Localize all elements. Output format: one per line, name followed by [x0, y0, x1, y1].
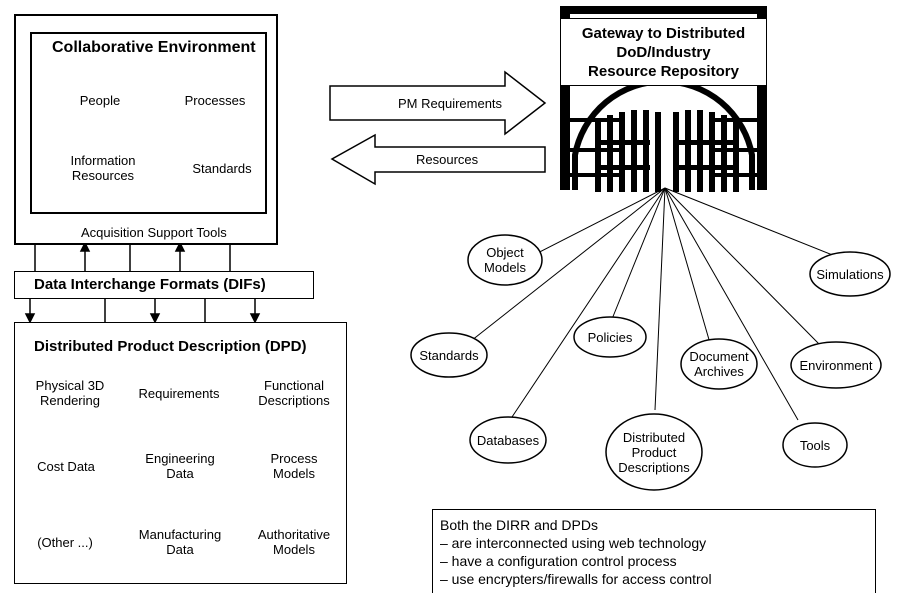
- note-line-3: – have a configuration control process: [440, 553, 677, 569]
- environment-oval: [790, 341, 882, 389]
- simulations-label: Simulations: [816, 266, 884, 282]
- note-line-1: Both the DIRR and DPDs: [440, 517, 598, 533]
- acquisition-support-tools-label: Acquisition Support Tools: [81, 225, 227, 240]
- distributed-product-description-box: [14, 322, 347, 584]
- resources-label: Resources: [416, 152, 479, 167]
- manufacturing-data-label: Manufacturing Data: [138, 527, 222, 557]
- object-models-oval: [467, 234, 543, 286]
- requirements-label: Requirements: [138, 385, 220, 401]
- process-models-label: Process Models: [270, 451, 318, 481]
- object-models-label: Object Models: [484, 245, 526, 275]
- gateway-title: Gateway to Distributed DoD/Industry Reso…: [581, 24, 746, 80]
- people-label: People: [79, 92, 121, 108]
- gate-icon: [560, 6, 767, 192]
- repository-standards-oval: [410, 332, 488, 378]
- pm-requirements-label: PM Requirements: [398, 96, 503, 111]
- resources-arrow: [330, 133, 546, 186]
- note-box: [432, 509, 876, 593]
- repository-spokes: [461, 187, 851, 421]
- environment-label: Environment: [799, 357, 873, 373]
- gateway-title-box: Gateway to Distributed DoD/Industry Reso…: [560, 18, 767, 86]
- other-label: (Other ...): [37, 534, 93, 550]
- simulations-oval: [809, 251, 891, 297]
- functional-descriptions-label: Functional Descriptions: [258, 378, 330, 408]
- distributed-product-description-title: Distributed Product Description (DPD): [34, 338, 307, 355]
- databases-label: Databases: [476, 432, 540, 448]
- data-interchange-formats-label: Data Interchange Formats (DIFs): [34, 276, 266, 293]
- information-resources-label: Information Resources: [70, 153, 136, 183]
- pm-requirements-arrow: [329, 70, 547, 136]
- engineering-data-label: Engineering Data: [145, 451, 215, 481]
- policies-oval: [573, 316, 647, 358]
- connector-dif-dpd: [24, 299, 261, 324]
- authoritative-models-label: Authoritative Models: [257, 527, 331, 557]
- note-line-4: – use encrypters/firewalls for access co…: [440, 571, 712, 587]
- physical-3d-rendering-label: Physical 3D Rendering: [35, 378, 105, 408]
- collaborative-environment-title: Collaborative Environment: [52, 39, 256, 56]
- distributed-product-descriptions-oval: [605, 413, 703, 491]
- standards-label: Standards: [192, 160, 252, 176]
- repository-standards-label: Standards: [419, 347, 479, 363]
- databases-oval: [469, 416, 547, 464]
- processes-label: Processes: [184, 92, 246, 108]
- data-interchange-formats-box: [14, 271, 314, 299]
- note-line-2: – are interconnected using web technolog…: [440, 535, 707, 551]
- policies-label: Policies: [587, 329, 633, 345]
- document-archives-label: Document Archives: [689, 349, 749, 379]
- connector-tools-dif: [34, 241, 231, 271]
- distributed-product-descriptions-label: Distributed Product Descriptions: [618, 429, 690, 475]
- cost-data-label: Cost Data: [37, 458, 95, 474]
- tools-oval: [782, 422, 848, 468]
- document-archives-oval: [680, 338, 758, 390]
- collaborative-environment-box: [30, 32, 267, 214]
- tools-label: Tools: [799, 437, 831, 453]
